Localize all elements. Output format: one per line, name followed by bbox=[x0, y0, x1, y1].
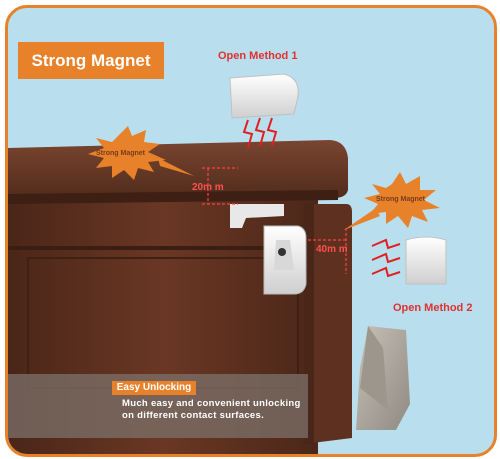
illustration bbox=[8, 73, 447, 454]
magnet-key-2 bbox=[405, 236, 447, 285]
open-method-2-label: Open Method 2 bbox=[393, 302, 473, 314]
easy-unlocking-title: Easy Unlocking bbox=[116, 382, 192, 393]
attraction-arrows-1 bbox=[242, 117, 278, 149]
title-text: Strong Magnet bbox=[31, 51, 151, 70]
attraction-arrows-2 bbox=[371, 238, 401, 278]
open-method-1-label: Open Method 1 bbox=[218, 50, 298, 62]
dimension-label-2: 40m m bbox=[316, 244, 348, 255]
image-frame: Strong Magnet Open Method 1 Open Method … bbox=[5, 5, 497, 457]
magnet-key-1 bbox=[229, 73, 299, 119]
dimension-label-1: 20m m bbox=[192, 182, 224, 193]
easy-unlocking-description: Much easy and convenient unlocking on di… bbox=[122, 398, 301, 421]
cabinet-door bbox=[304, 204, 352, 444]
burst-shape-2 bbox=[364, 172, 440, 228]
burst-label-2: Strong Magnet bbox=[376, 196, 425, 203]
title-banner: Strong Magnet bbox=[18, 42, 164, 79]
burst-shape-1 bbox=[88, 126, 166, 180]
easy-unlocking-banner: Easy Unlocking bbox=[112, 381, 196, 395]
latch-bracket bbox=[230, 204, 284, 228]
burst-label-1: Strong Magnet bbox=[96, 150, 145, 157]
